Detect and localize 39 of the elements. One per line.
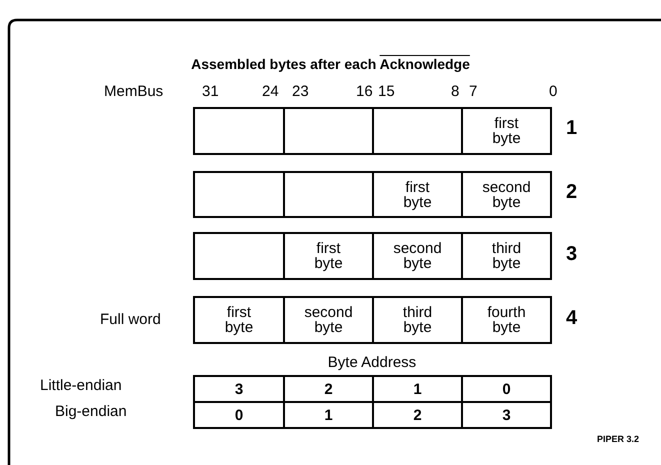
row-label: Little-endian (40, 377, 122, 395)
empty-byte-cell (193, 107, 285, 155)
bit-number: 24 (262, 83, 279, 101)
row-label: Big-endian (55, 403, 127, 421)
bit-number: 16 (356, 83, 373, 101)
step-number: 3 (566, 245, 578, 263)
byte-cell: second byte (461, 171, 552, 218)
row-label: MemBus (104, 83, 164, 101)
table-cell: 0 (193, 401, 285, 429)
table-cell: 3 (193, 375, 285, 403)
byte-cell: first byte (193, 296, 285, 344)
row-label: Full word (100, 311, 161, 329)
empty-byte-cell (283, 171, 374, 218)
figure-number: PIPER 3.2 (597, 433, 640, 446)
bit-number: 23 (292, 83, 309, 101)
step-number: 1 (566, 119, 578, 137)
empty-byte-cell (283, 107, 374, 155)
bit-number: 31 (202, 83, 219, 101)
bit-number: 15 (378, 83, 395, 101)
empty-byte-cell (193, 232, 285, 280)
table-cell: 0 (461, 375, 552, 403)
diagram-title: Assembled bytes after each Acknowledge (190, 55, 471, 73)
byte-cell: third byte (461, 232, 552, 280)
byte-cell: second byte (283, 296, 374, 344)
table-heading: Byte Address (326, 354, 418, 372)
table-cell: 3 (461, 401, 552, 429)
step-number: 4 (566, 309, 578, 327)
bit-number: 8 (451, 83, 460, 101)
byte-cell: first byte (283, 232, 374, 280)
byte-cell: fourth byte (461, 296, 552, 344)
step-number: 2 (566, 183, 578, 201)
bit-number: 0 (549, 83, 558, 101)
empty-byte-cell (193, 171, 285, 218)
empty-byte-cell (372, 107, 463, 155)
byte-cell: first byte (461, 107, 552, 155)
bit-number: 7 (469, 83, 478, 101)
byte-cell: second byte (372, 232, 463, 280)
byte-cell: third byte (372, 296, 463, 344)
byte-cell: first byte (372, 171, 463, 218)
